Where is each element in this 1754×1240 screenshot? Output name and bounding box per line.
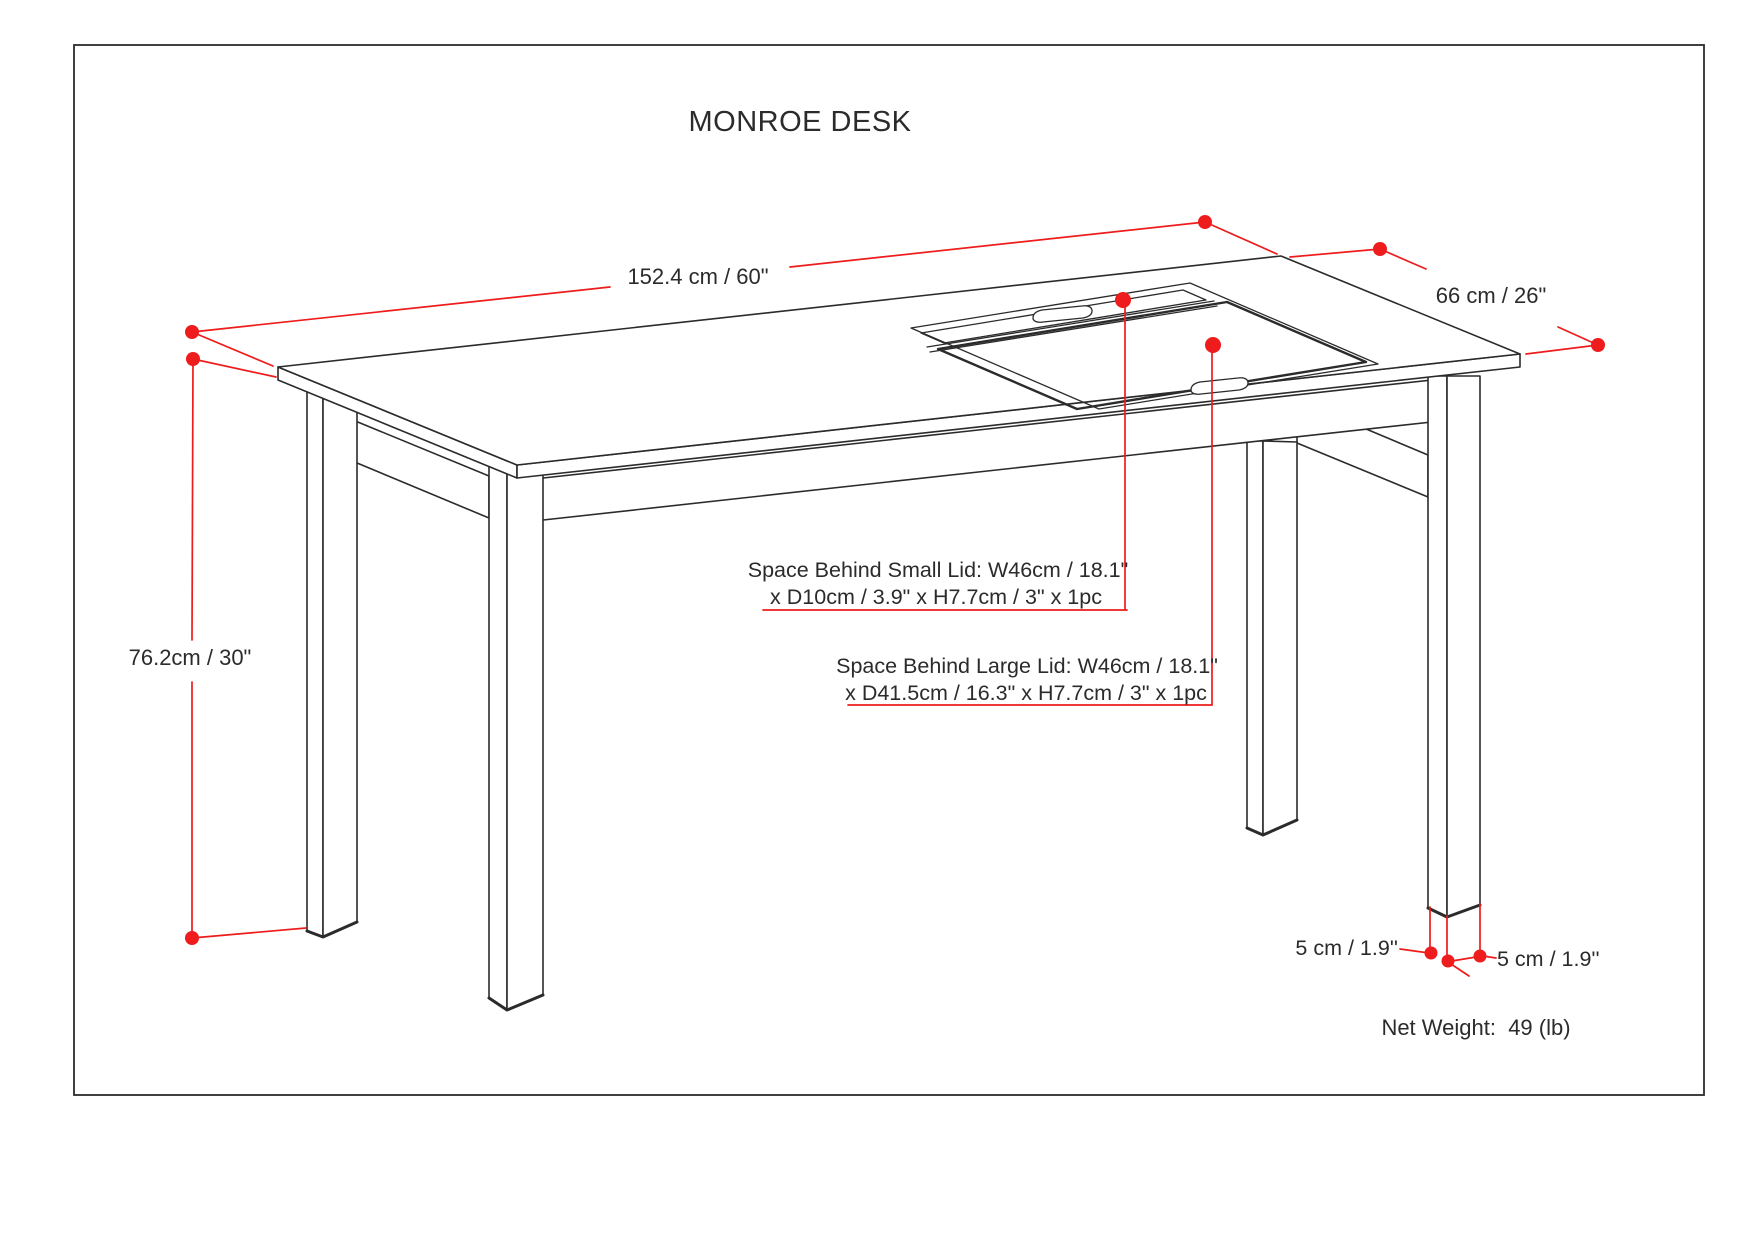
dim-dot — [185, 325, 199, 339]
page-border — [73, 44, 1705, 1096]
dim-leg-thickness — [1399, 903, 1497, 977]
small-lid-annotation-line2: x D10cm / 3.9" x H7.7cm / 3" x 1pc — [770, 585, 1102, 609]
tray-outline — [910, 282, 1379, 410]
leg-back-left — [305, 390, 359, 939]
dim-leg-left-label: 5 cm / 1.9'' — [1295, 936, 1398, 960]
dim-dot — [186, 352, 200, 366]
leg-back-right — [1245, 440, 1299, 837]
desk-drawing — [277, 255, 1521, 1012]
dim-height-label: 76.2cm / 30" — [129, 645, 252, 670]
callout-large-lid — [847, 337, 1221, 706]
dim-dot — [1591, 338, 1605, 352]
dim-depth — [1289, 242, 1605, 355]
small-lid — [920, 289, 1207, 344]
dim-depth-label: 66 cm / 26" — [1436, 283, 1547, 308]
dim-height — [185, 352, 307, 945]
lid-tray — [910, 282, 1379, 411]
leg-front-left — [487, 464, 545, 1012]
dim-dot — [1198, 215, 1212, 229]
tabletop — [277, 255, 1521, 479]
large-lid-annotation-line1: Space Behind Large Lid: W46cm / 18.1" — [836, 654, 1218, 678]
callout-small-lid — [762, 292, 1131, 611]
callout-dot — [1205, 337, 1221, 353]
dim-length-label: 152.4 cm / 60" — [627, 264, 768, 289]
large-lid-handle — [1190, 377, 1249, 395]
dim-dot — [1441, 954, 1455, 968]
dim-leg-right-label: 5 cm / 1.9'' — [1497, 947, 1600, 971]
small-lid-handle — [1032, 305, 1093, 323]
large-lid — [936, 300, 1368, 411]
page-title: MONROE DESK — [688, 106, 911, 138]
callout-dot — [1115, 292, 1131, 308]
dim-dot — [1424, 946, 1438, 960]
net-weight-label: Net Weight: 49 (lb) — [1381, 1015, 1570, 1040]
large-lid-annotation-line2: x D41.5cm / 16.3" x H7.7cm / 3" x 1pc — [845, 681, 1207, 705]
leg-front-right — [1426, 375, 1482, 919]
tray-divider-line-1 — [926, 300, 1215, 348]
dim-length — [185, 215, 1278, 367]
tabletop-top-face — [277, 255, 1521, 466]
dim-dot — [1373, 242, 1387, 256]
tray-divider-line-2 — [929, 305, 1218, 353]
dim-dot — [185, 931, 199, 945]
dim-dot — [1473, 949, 1487, 963]
small-lid-annotation-line1: Space Behind Small Lid: W46cm / 18.1" — [748, 558, 1129, 582]
